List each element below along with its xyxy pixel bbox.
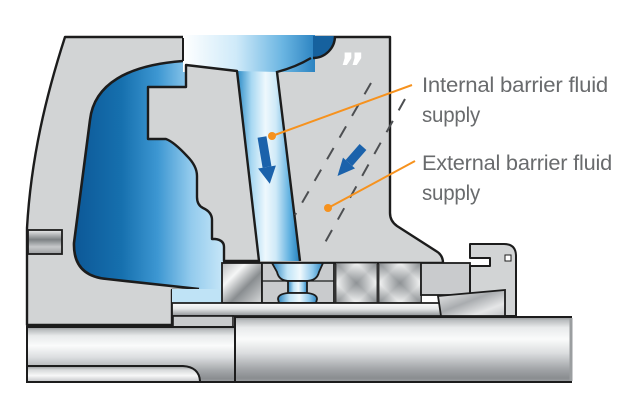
label-external-barrier-fluid: External barrier fluid supply — [422, 152, 612, 205]
seal-block-left — [221, 262, 263, 304]
shaft-right-outline — [234, 316, 572, 383]
label-external-line2: supply — [422, 182, 481, 205]
shaft-right-section — [235, 317, 572, 382]
label-internal-barrier-fluid: Internal barrier fluid supply — [422, 74, 608, 127]
rotating-seal-block-2 — [378, 262, 422, 304]
flow-arrow-external — [337, 144, 367, 176]
channel-right-outline — [275, 56, 312, 262]
leader-internal-dot — [268, 132, 276, 140]
label-internal-line1: Internal barrier fluid — [422, 74, 608, 97]
leader-external — [324, 160, 416, 212]
leader-internal — [268, 84, 413, 140]
label-internal-line2: supply — [422, 104, 481, 127]
shaft-sleeve — [171, 302, 471, 317]
label-external-line1: External barrier fluid — [422, 152, 612, 175]
housing-port — [27, 229, 63, 255]
fluid-film-strip — [172, 289, 223, 303]
gland-insert — [146, 63, 261, 263]
leader-external-dot — [324, 204, 332, 212]
flow-arrow-internal — [257, 136, 276, 184]
sleeve-step — [172, 315, 234, 328]
rotating-seal-block-1 — [335, 262, 378, 304]
seal-face-spool-bulge — [277, 292, 318, 304]
seal-face-spool-waist — [287, 280, 308, 294]
seal-face-spool-top — [270, 262, 325, 282]
inlet-corner-disc — [313, 36, 335, 58]
shaft-shoulder-band — [26, 365, 201, 383]
quote-mark: ” — [339, 46, 365, 92]
clamp-notch — [504, 254, 512, 262]
chamber-outline — [72, 59, 200, 291]
inlet-corner-outline — [312, 35, 337, 60]
drive-collar — [420, 262, 471, 296]
